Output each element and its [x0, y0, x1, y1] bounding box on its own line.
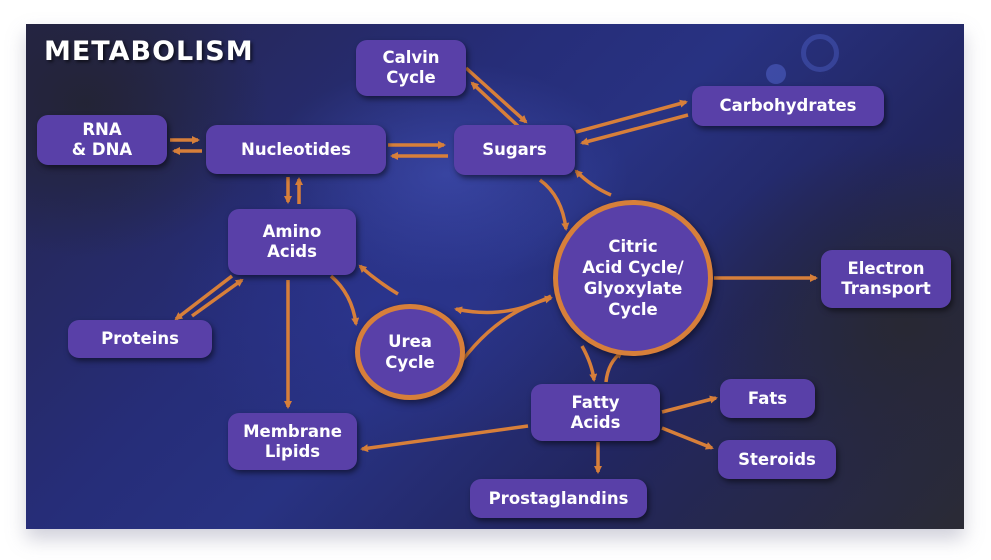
- node-membrane-lipids[interactable]: Membrane Lipids: [228, 413, 357, 470]
- arrow-fatty-to-steroids: [661, 426, 714, 450]
- node-fats[interactable]: Fats: [720, 379, 815, 418]
- arrow-sugars-to-carbohydrates: [575, 99, 688, 134]
- background-ring: [801, 34, 839, 72]
- arrow-fatty-to-membrane: [360, 424, 529, 453]
- node-steroids[interactable]: Steroids: [718, 440, 836, 479]
- node-prostaglandins[interactable]: Prostaglandins: [470, 479, 647, 518]
- node-proteins[interactable]: Proteins: [68, 320, 212, 358]
- node-fatty-acids[interactable]: Fatty Acids: [531, 384, 660, 441]
- arrow-calvin-to-sugars: [464, 66, 528, 124]
- node-electron-transport[interactable]: Electron Transport: [821, 250, 951, 308]
- arrow-sugars-to-citric: [538, 178, 570, 231]
- arrow-proteins-to-amino: [190, 278, 244, 318]
- page-title: METABOLISM: [44, 36, 254, 67]
- arrow-amino-to-urea: [329, 274, 360, 326]
- arrow-fatty-to-citric: [604, 350, 624, 383]
- node-rna-dna[interactable]: RNA & DNA: [37, 115, 167, 165]
- arrows-layer: [170, 66, 818, 474]
- arrow-fatty-to-fats: [661, 395, 718, 414]
- arrow-amino-to-proteins: [174, 274, 234, 321]
- arrow-citric-to-fatty: [580, 345, 598, 382]
- node-sugars[interactable]: Sugars: [454, 125, 575, 175]
- node-calvin-cycle[interactable]: Calvin Cycle: [356, 40, 466, 96]
- arrow-citric-to-sugars: [574, 169, 612, 197]
- arrow-urea-to-citric: [454, 295, 553, 371]
- node-amino-acids[interactable]: Amino Acids: [228, 209, 356, 275]
- node-citric-acid-cycle[interactable]: Citric Acid Cycle/ Glyoxylate Cycle: [553, 200, 713, 356]
- background-bubble: [766, 64, 786, 84]
- node-urea-cycle[interactable]: Urea Cycle: [355, 304, 465, 400]
- arrow-urea-to-amino: [358, 264, 399, 296]
- arrow-sugars-to-calvin: [470, 81, 520, 128]
- metabolism-slide: METABOLISM: [26, 24, 964, 529]
- arrow-carbohydrates-to-sugars: [580, 113, 689, 146]
- node-carbohydrates[interactable]: Carbohydrates: [692, 86, 884, 126]
- node-nucleotides[interactable]: Nucleotides: [206, 125, 386, 174]
